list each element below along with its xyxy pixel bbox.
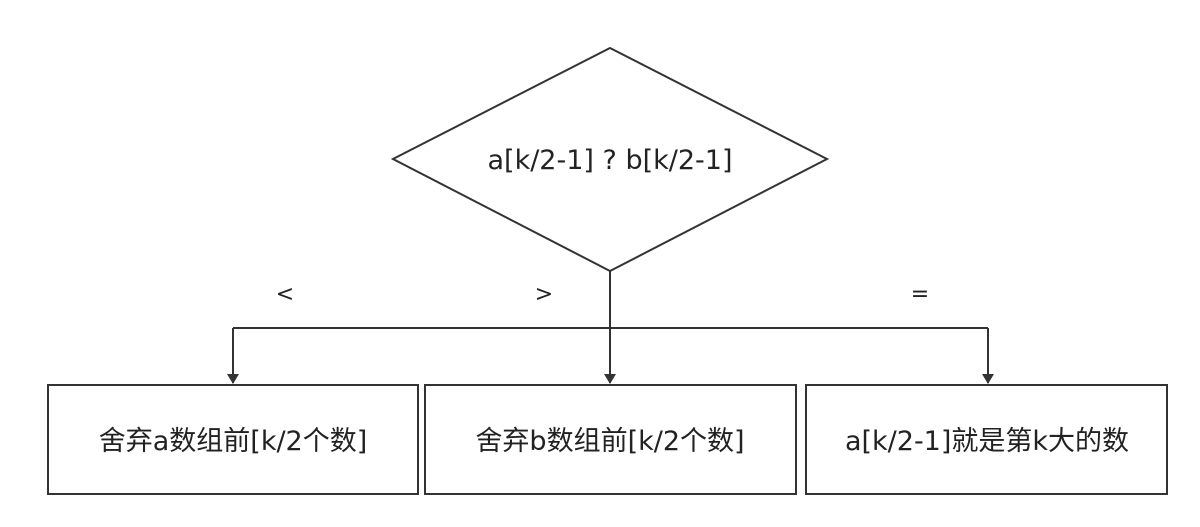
branch-label-equal: = <box>911 282 929 307</box>
outcome-box-discard-a <box>47 384 419 495</box>
outcome-box-discard-b <box>424 384 797 495</box>
outcome-label-kth-found: a[k/2-1]就是第k大的数 <box>845 426 1129 457</box>
branch-label-greater: > <box>535 282 553 307</box>
outcome-box-kth-found <box>805 384 1168 495</box>
outcome-label-discard-b: 舍弃b数组前[k/2个数] <box>475 426 744 457</box>
branch-label-less: < <box>276 282 294 307</box>
outcome-label-discard-a: 舍弃a数组前[k/2个数] <box>99 426 368 457</box>
decision-label: a[k/2-1] ? b[k/2-1] <box>488 145 733 176</box>
